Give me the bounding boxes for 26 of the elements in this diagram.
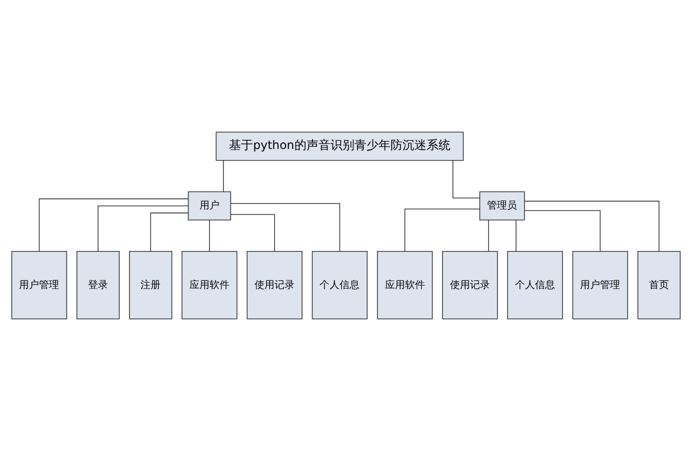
connector xyxy=(209,219,210,252)
node-box: 登录 xyxy=(76,250,120,319)
node-box: 应用软件 xyxy=(182,250,238,319)
node-box: 用户管理 xyxy=(572,250,628,319)
connector xyxy=(150,212,189,252)
connector xyxy=(38,198,189,252)
connector xyxy=(524,210,601,252)
node-box: 首页 xyxy=(637,250,681,319)
connector xyxy=(488,219,489,252)
connector xyxy=(524,200,660,252)
connector xyxy=(404,208,480,252)
node-box: 管理员 xyxy=(479,190,525,220)
node-box: 个人信息 xyxy=(312,250,368,319)
node-box: 应用软件 xyxy=(376,250,433,319)
node-box: 使用记录 xyxy=(246,250,302,319)
node-box: 使用记录 xyxy=(442,250,498,319)
node-box: 注册 xyxy=(129,250,172,319)
connector xyxy=(452,160,480,198)
node-box: 用户管理 xyxy=(11,250,68,319)
connector xyxy=(98,205,189,252)
node-box: 基于python的声音识别青少年防沉迷系统 xyxy=(216,131,464,160)
node-box: 个人信息 xyxy=(507,250,563,319)
connector xyxy=(223,160,224,192)
node-box: 用户 xyxy=(188,190,232,220)
connector xyxy=(230,214,275,252)
connector xyxy=(230,202,340,252)
